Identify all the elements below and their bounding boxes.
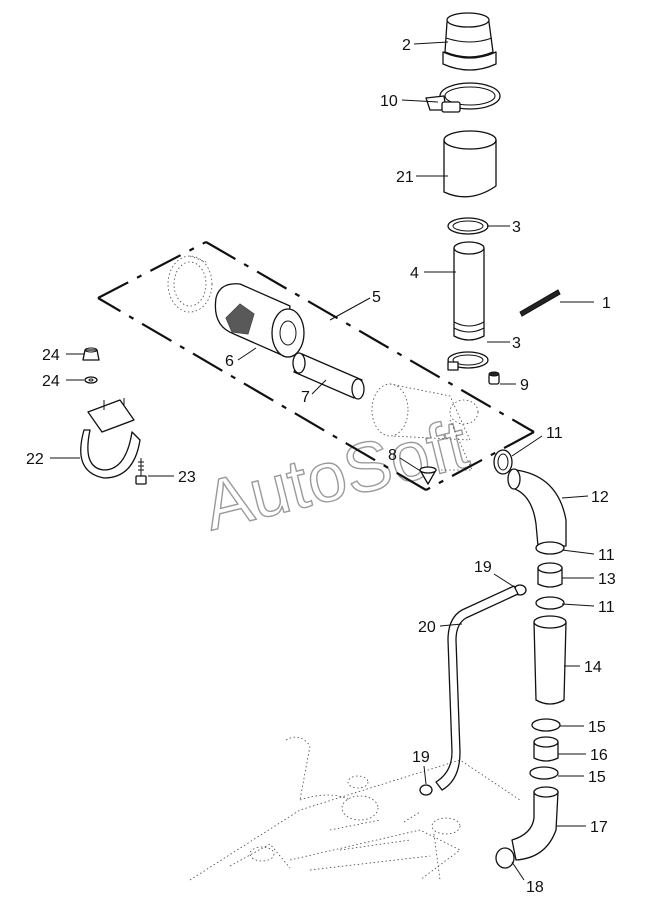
part-plug (488, 371, 500, 385)
callout-5: 5 (372, 289, 381, 306)
callout-3-upper: 3 (512, 219, 521, 236)
callout-18: 18 (526, 879, 544, 896)
part-nut (82, 347, 100, 361)
callout-15-upper: 15 (588, 719, 606, 736)
part-clamp-15-lower (529, 766, 559, 780)
callout-22: 22 (26, 451, 44, 468)
callout-20: 20 (418, 619, 436, 636)
callout-19-lower: 19 (412, 749, 430, 766)
callout-12: 12 (591, 489, 609, 506)
callout-11-b: 11 (598, 547, 615, 564)
callout-15-lower: 15 (588, 769, 606, 786)
part-housing-cover (167, 255, 213, 313)
part-coupling-13 (537, 562, 563, 588)
callout-10: 10 (380, 93, 398, 110)
callout-17: 17 (590, 819, 608, 836)
part-housing-body (371, 383, 479, 471)
part-indicator (519, 289, 561, 317)
callout-24-nut: 24 (42, 347, 60, 364)
callout-19-upper: 19 (474, 559, 492, 576)
callout-11-a: 11 (546, 425, 563, 442)
callout-6: 6 (225, 353, 234, 370)
kit-outline (97, 241, 535, 491)
part-pipe-20 (435, 585, 519, 791)
callout-14: 14 (584, 659, 602, 676)
callout-23: 23 (178, 469, 196, 486)
part-clamp-15-upper (531, 718, 561, 732)
leader-lines (50, 41, 595, 881)
callout-21: 21 (396, 169, 414, 186)
part-clamp-11-mid (535, 541, 565, 555)
callout-7: 7 (301, 389, 310, 406)
callout-16: 16 (590, 747, 608, 764)
part-inlet-tube (453, 241, 485, 341)
part-tube-14 (533, 615, 567, 705)
part-rain-cap (442, 12, 497, 71)
callout-2: 2 (402, 37, 411, 54)
part-washer (84, 376, 98, 384)
part-clamp-18 (495, 847, 515, 869)
callout-3-lower: 3 (512, 335, 521, 352)
part-clamp-large (425, 82, 501, 113)
callout-1: 1 (602, 295, 611, 312)
part-bolt (135, 458, 147, 485)
part-coupling-16 (533, 736, 559, 762)
callout-9: 9 (520, 377, 529, 394)
callout-11-c: 11 (598, 599, 615, 616)
part-clamp-19-lower (419, 784, 433, 796)
part-hose-clamp-lower (447, 351, 489, 371)
part-sleeve (443, 130, 497, 198)
engine-sketch (189, 736, 521, 881)
part-clamp-11-top (493, 449, 513, 475)
part-hose-clamp-upper (447, 217, 489, 235)
part-valve (419, 466, 437, 485)
part-lower-elbow (511, 786, 559, 861)
part-clamp-11-low (535, 596, 565, 610)
part-elbow-hose (507, 468, 567, 547)
callout-24-washer: 24 (42, 373, 60, 390)
callout-4: 4 (410, 265, 419, 282)
part-filter-element (214, 283, 305, 358)
part-safety-element (292, 352, 365, 400)
part-mounting-band (80, 398, 141, 479)
callout-13: 13 (598, 571, 616, 588)
callout-labels: 1 2 3 3 4 5 6 7 8 9 10 11 11 11 12 13 14… (26, 37, 616, 896)
callout-8: 8 (388, 447, 397, 464)
